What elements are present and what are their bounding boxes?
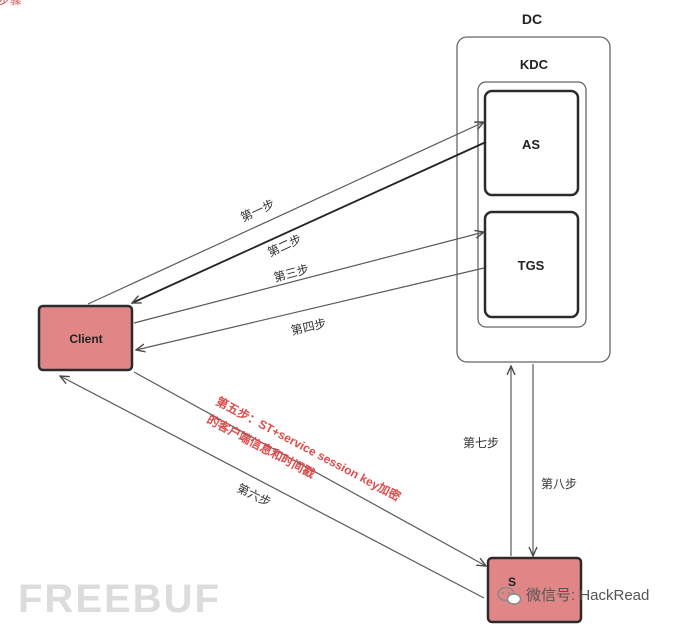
arrow-step4	[136, 267, 485, 350]
tgs-label: TGS	[518, 258, 545, 273]
wechat-icon	[497, 586, 522, 605]
step7-label: 第七步	[463, 436, 499, 450]
wechat-watermark: 微信号: HackRead	[497, 586, 649, 605]
step1-label: 第一步	[238, 197, 277, 225]
kdc-label: KDC	[520, 57, 549, 72]
arrow-step6	[60, 376, 485, 599]
client-label: Client	[69, 332, 102, 346]
dc-label: DC	[522, 11, 542, 27]
wechat-id-text: 微信号: HackRead	[526, 587, 649, 604]
step6-label: 第六步	[235, 481, 274, 509]
step4-label: 第四步	[290, 316, 328, 338]
step8-label: 第八步	[541, 477, 577, 491]
arrow-step1	[87, 122, 484, 305]
client-box	[37, 304, 134, 372]
tgs-box	[483, 210, 580, 319]
arrow-step5	[133, 371, 486, 566]
arrow-step3	[133, 232, 484, 324]
freebuf-watermark: FREEBUF	[18, 577, 221, 621]
server-box	[486, 556, 583, 624]
as-label: AS	[522, 137, 540, 152]
arrow-step2	[132, 141, 487, 304]
step2-label: 第二步	[265, 232, 304, 260]
server-label: S	[508, 575, 516, 589]
cropped-corner-mark: 步骤	[0, 0, 22, 7]
